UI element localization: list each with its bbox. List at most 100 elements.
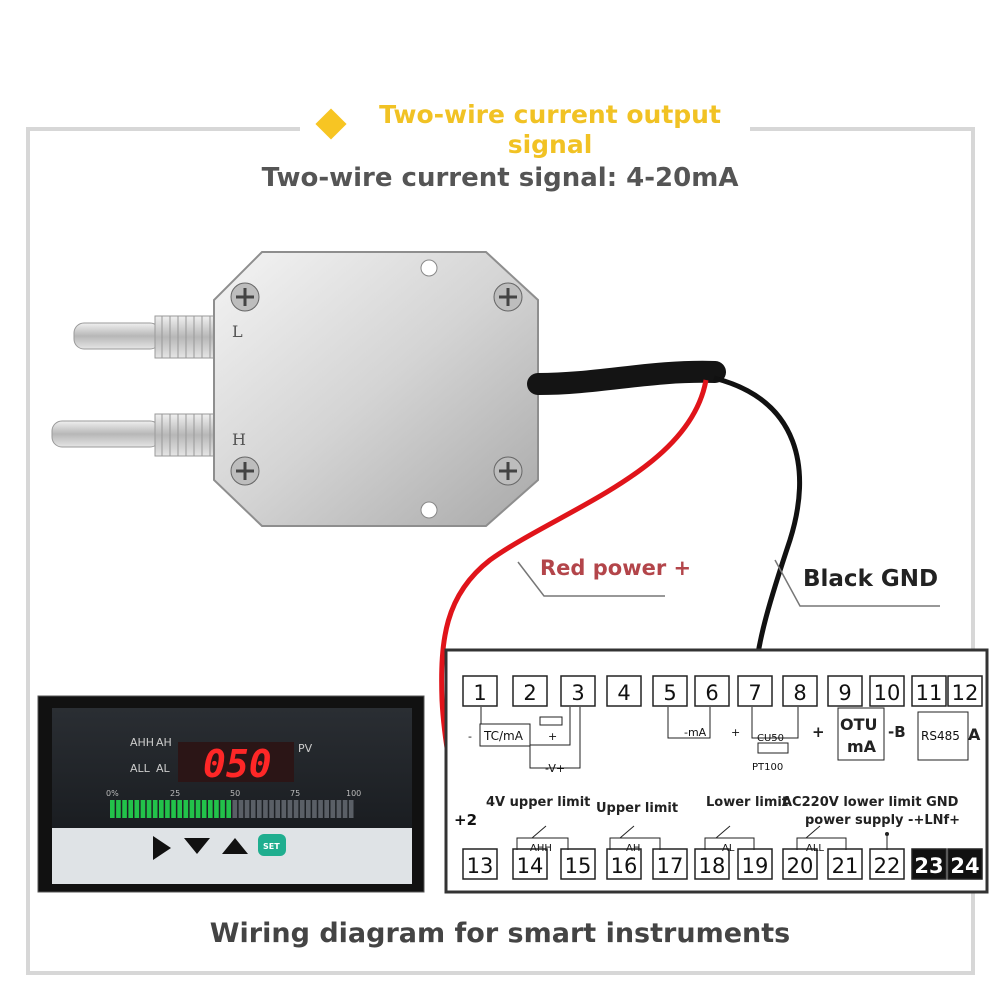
screw-icon (230, 282, 260, 312)
bar-segment (269, 800, 274, 818)
led-display (178, 742, 294, 782)
terminal-number: 20 (787, 854, 814, 878)
terminal-number: 18 (699, 854, 726, 878)
terminal-number: 21 (832, 854, 859, 878)
otu-box (837, 707, 885, 761)
b-minus-label: -B (888, 723, 906, 741)
bar-segment (152, 800, 158, 818)
bar-tick: 0% (106, 789, 119, 798)
pressure-transmitter: L H (51, 251, 539, 527)
unit-label: PV (298, 742, 313, 755)
bar-segment (330, 800, 336, 818)
terminal-box (560, 848, 596, 880)
terminal-number: 11 (916, 681, 943, 705)
bar-segment (165, 800, 170, 818)
terminal-box (652, 675, 688, 707)
bar-segment (281, 800, 287, 818)
set-key[interactable] (258, 834, 286, 856)
terminal-box (737, 848, 773, 880)
relay-ah: AH (609, 825, 661, 854)
bar-segment (201, 800, 207, 818)
terminal-number: 10 (874, 681, 901, 705)
relay-ah-label: AH (626, 843, 640, 854)
mount-hole (420, 259, 438, 277)
up-key-icon[interactable] (222, 838, 248, 854)
red-wire-label: Red power + (540, 556, 692, 580)
bar-segment (318, 800, 323, 818)
ac220v-label: AC220V lower limit GND (782, 795, 959, 810)
terminal-box (652, 848, 688, 880)
bar-segment (177, 800, 182, 818)
plus2-label: +2 (454, 811, 477, 829)
upper-limit-label: Upper limit (596, 801, 678, 816)
terminal-number: 2 (523, 681, 536, 705)
shift-key-icon[interactable] (153, 836, 171, 860)
sensor-housing (213, 251, 539, 527)
terminal-number: 6 (705, 681, 718, 705)
smart-meter: AHH AH ALL AL 050 PV 0% 25 50 75 100 SET (37, 695, 425, 893)
a-label: A (968, 725, 981, 744)
tc-ma-label: TC/mA (483, 729, 524, 743)
terminal-box (606, 675, 642, 707)
relay-al-label: AL (722, 843, 735, 854)
v-wiring (529, 707, 581, 769)
bar-segment (195, 800, 201, 818)
bar-segment (275, 800, 280, 818)
terminal-number: 15 (565, 854, 592, 878)
relay-al: AL (704, 825, 755, 854)
bar-segment (128, 800, 133, 818)
terminal-box (869, 675, 905, 707)
otu-label: OTU (840, 715, 878, 734)
terminal-box (560, 675, 596, 707)
upper-4v-label: 4V upper limit (486, 795, 590, 810)
diagram-caption: Wiring diagram for smart instruments (209, 918, 791, 949)
bar-segment (140, 800, 146, 818)
terminal-number: 13 (467, 854, 494, 878)
bar-tick: 25 (170, 789, 180, 798)
bar-segment (232, 800, 238, 818)
terminal-box (462, 848, 498, 880)
bar-segment (110, 800, 115, 818)
rs485-box (917, 711, 969, 761)
meter-label-ahh: AHH (130, 736, 154, 749)
bar-segment (116, 800, 121, 818)
terminal-number: 7 (748, 681, 761, 705)
lower-limit-label: Lower limit (706, 795, 788, 810)
port-low-label: L (232, 322, 243, 341)
terminal-number: 8 (793, 681, 806, 705)
terminal-number: 3 (571, 681, 584, 705)
high-port-nozzle (51, 413, 218, 457)
meter-label-al: AL (156, 762, 171, 775)
port-high-label: H (232, 430, 246, 449)
power-supply-label: power supply -+LNf+ (805, 813, 960, 828)
down-key-icon[interactable] (184, 838, 210, 854)
otu-ma-label: mA (847, 737, 877, 756)
terminal-number: 24 (950, 854, 979, 878)
bar-segment (250, 800, 256, 818)
terminal-number: 17 (657, 854, 684, 878)
bar-segment (306, 800, 311, 818)
terminal-number: 23 (914, 854, 943, 878)
terminal-box (911, 848, 947, 880)
terminal-box (462, 675, 498, 707)
bar-segment (293, 800, 299, 818)
relay-all-label: ALL (806, 843, 824, 854)
terminal-box (606, 848, 642, 880)
otu-plus-label: + (812, 723, 825, 741)
bar-segment (324, 800, 329, 818)
pt100-label: PT100 (752, 762, 783, 773)
bar-segment (238, 800, 244, 818)
cu50-label: CU50 (757, 733, 784, 744)
bar-segment (299, 800, 305, 818)
terminal-box (782, 675, 818, 707)
bar-segment (312, 800, 317, 818)
relay-ahh: AHH (516, 825, 569, 854)
black-label-leader (774, 559, 940, 607)
bar-segment (146, 800, 152, 818)
bar-segment (257, 800, 262, 818)
rtd-resistor (757, 742, 789, 754)
tc-minus-label: - (468, 730, 472, 743)
screw-icon (493, 282, 523, 312)
v-plus-label: -V+ (545, 762, 565, 775)
